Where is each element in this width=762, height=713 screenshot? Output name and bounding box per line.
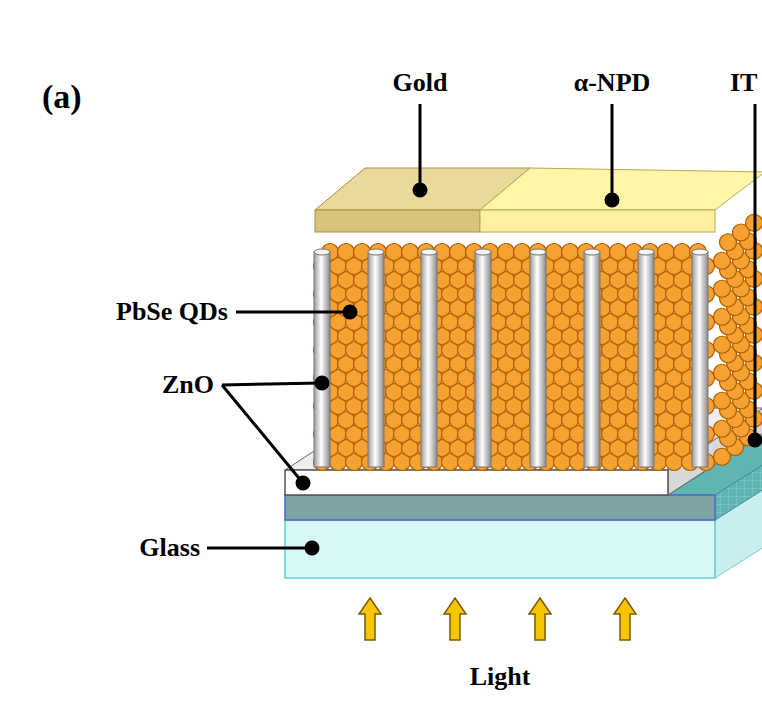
nanorod-tip — [638, 249, 654, 255]
ito-front — [285, 495, 715, 520]
zno-plate-front — [285, 470, 668, 495]
nanorod-tip — [475, 249, 491, 255]
quantum-dot — [674, 244, 691, 261]
quantum-dot — [402, 244, 419, 261]
zno-nanorod — [421, 252, 437, 467]
part-label: Glass — [139, 535, 200, 561]
part-label: IT — [730, 70, 757, 96]
zno-nanorod — [692, 252, 708, 467]
quantum-dot — [658, 244, 675, 261]
zno-nanorod — [475, 252, 491, 467]
npd-top — [480, 168, 762, 210]
panel-label: (a) — [42, 80, 82, 114]
zno-plate-top — [285, 408, 762, 470]
quantum-dot — [450, 244, 467, 261]
quantum-dot — [514, 244, 531, 261]
zno-nanorod — [584, 252, 600, 467]
leader-lines — [207, 104, 761, 554]
gold-front — [315, 210, 480, 232]
quantum-dot — [610, 244, 627, 261]
quantum-dot — [546, 244, 563, 261]
npd-front — [480, 210, 715, 232]
nanorod-tip — [421, 249, 437, 255]
part-label: α-NPD — [574, 70, 651, 96]
zno-nanorod — [638, 252, 654, 467]
light-arrows — [359, 598, 636, 640]
part-label: PbSe QDs — [116, 299, 228, 325]
quantum-dot — [562, 244, 579, 261]
part-label: Gold — [393, 70, 448, 96]
nanorod-tip — [314, 249, 330, 255]
quantum-dots — [314, 214, 762, 470]
part-label: Light — [470, 664, 531, 690]
zno-nanorod — [314, 252, 330, 467]
nanorod-tip — [368, 249, 384, 255]
nanorod-tip — [692, 249, 708, 255]
zno-nanorod — [530, 252, 546, 467]
nanorod-tip — [530, 249, 546, 255]
glass-front — [285, 520, 715, 578]
quantum-dot — [498, 244, 515, 261]
zno-nanorods — [314, 249, 708, 467]
nanorod-tip — [584, 249, 600, 255]
quantum-dot — [338, 244, 355, 261]
zno-nanorod — [368, 252, 384, 467]
part-label: ZnO — [162, 372, 214, 398]
quantum-dot — [386, 244, 403, 261]
